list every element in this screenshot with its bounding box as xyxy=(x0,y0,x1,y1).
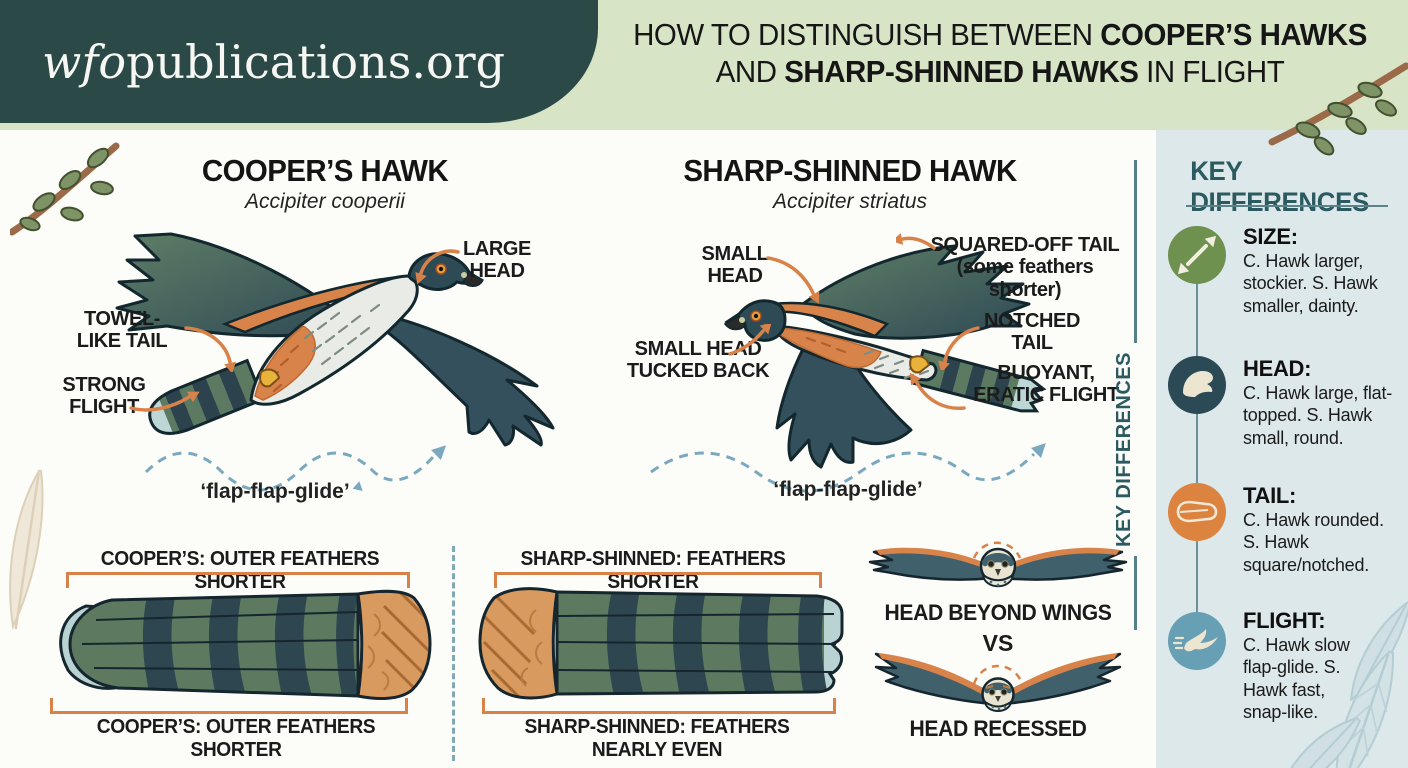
feather-decoration-sidebar-3 xyxy=(1277,717,1361,768)
cooper-large-head-label: LARGE HEAD xyxy=(462,238,531,283)
sidebar-item-size: SIZE: C. Hawk larger, stockier. S. Hawk … xyxy=(1243,224,1393,317)
divider-vertical-text: KEY DIFFERENCES xyxy=(1113,352,1135,548)
cooper-head-arrow xyxy=(415,249,460,285)
cooper-tail-bottom-label: COOPER’S: OUTER FEATHERS SHORTER xyxy=(96,716,376,761)
sharp-notched-tail-label: NOTCHED TAIL xyxy=(983,310,1081,355)
sharp-squared-tail-line1: SQUARED-OFF TAIL xyxy=(930,234,1120,256)
sharp-notched-tail-arrow xyxy=(938,326,980,370)
head-recessed-silhouette xyxy=(874,652,1122,712)
page-title: HOW TO DISTINGUISH BETWEEN COOPER’S HAWK… xyxy=(620,16,1380,116)
sharp-small-head-arrow xyxy=(766,256,820,304)
cooper-flight-arrow xyxy=(129,391,200,412)
tail-title: TAIL: xyxy=(1243,483,1297,508)
cooper-tail-label: TOWEL-LIKE TAIL xyxy=(76,308,168,353)
sharp-title: SHARP-SHINNED HAWK xyxy=(683,153,1017,188)
cooper-flight-caption: ‘flap-flap-glide’ xyxy=(200,480,350,503)
divider-line-top xyxy=(1134,160,1137,343)
size-desc: C. Hawk larger, stockier. S. Hawk smalle… xyxy=(1243,251,1378,316)
cooper-flight-label: STRONG FLIGHT xyxy=(62,374,146,419)
flight-title: FLIGHT: xyxy=(1243,608,1326,633)
sharp-flight-path-wave xyxy=(650,443,1046,493)
cooper-latin-name: Accipiter cooperii xyxy=(245,190,405,213)
sharp-buoyant-arrow xyxy=(909,372,966,411)
head-beyond-wings-silhouette xyxy=(868,541,1128,588)
sharp-buoyant-label: BUOYANT, ERATIC FLIGHT xyxy=(973,362,1119,407)
size-title: SIZE: xyxy=(1243,224,1298,249)
sharp-latin-name: Accipiter striatus xyxy=(772,190,928,213)
head-icon-circle xyxy=(1168,356,1226,414)
title-seg: IN FLIGHT xyxy=(1138,54,1285,89)
sharp-tail-top-label: SHARP-SHINNED: FEATHERS SHORTER xyxy=(520,548,786,593)
logo-suffix: publications.org xyxy=(126,35,506,89)
sidebar-title: KEY DIFFERENCES xyxy=(1190,156,1369,217)
size-icon-circle xyxy=(1168,226,1226,284)
logo-prefix: wfo xyxy=(42,35,127,89)
title-seg-bold: SHARP-SHINNED HAWKS xyxy=(784,54,1139,89)
cooper-tail-illustration xyxy=(59,589,432,700)
divider-line-bottom xyxy=(1134,556,1137,630)
head-beyond-wings-label: HEAD BEYOND WINGS xyxy=(884,600,1112,625)
sharp-squared-tail-arrow xyxy=(896,233,936,250)
head-recessed-label: HEAD RECESSED xyxy=(909,716,1087,741)
site-logo: wfopublications.org xyxy=(42,24,562,100)
tail-desc: C. Hawk rounded. S. Hawk square/notched. xyxy=(1243,510,1384,575)
flying-bird-icon xyxy=(1172,629,1218,652)
sharp-flight-caption: ‘flap-flap-glide’ xyxy=(773,478,923,501)
hawk-tail-icon xyxy=(1176,500,1218,523)
feather-decoration-sidebar-2 xyxy=(1335,650,1394,768)
vs-label: VS xyxy=(982,630,1014,656)
cooper-flight-path-wave xyxy=(144,445,447,492)
cooper-tail-top-label: COOPER’S: OUTER FEATHERS SHORTER xyxy=(100,548,380,593)
branch-decoration-right xyxy=(1268,62,1408,156)
tail-compare-divider xyxy=(452,546,455,761)
cooper-title: COOPER’S HAWK xyxy=(201,153,449,188)
title-seg-bold: COOPER’S HAWKS xyxy=(1100,17,1367,52)
branch-decoration-left xyxy=(10,142,120,236)
header-logo-panel xyxy=(0,0,598,123)
sharp-tail-top-bracket xyxy=(494,572,822,588)
head-desc: C. Hawk large, flat-topped. S. Hawk smal… xyxy=(1243,383,1393,448)
sharp-tail-bottom-label: SHARP-SHINNED: FEATHERS NEARLY EVEN xyxy=(524,716,790,761)
title-seg: HOW TO DISTINGUISH BETWEEN xyxy=(633,17,1101,52)
cooper-tail-top-bracket xyxy=(66,572,410,588)
sharp-small-head-label: SMALL HEAD xyxy=(701,243,769,288)
sharp-squared-tail-line2: (some feathers shorter) xyxy=(956,256,1094,301)
head-title: HEAD: xyxy=(1243,356,1312,381)
tail-icon-circle xyxy=(1168,483,1226,541)
cooper-hawk-illustration xyxy=(115,232,555,447)
flight-desc: C. Hawk slow flap-glide. S. Hawk fast, s… xyxy=(1243,635,1350,722)
sharp-tucked-head-arrow xyxy=(728,324,772,356)
cooper-tail-bottom-bracket xyxy=(50,698,408,714)
hawk-head-icon xyxy=(1183,371,1213,397)
sharp-tail-illustration xyxy=(478,587,844,700)
sharp-squared-tail-label: SQUARED-OFF TAIL (some feathers shorter) xyxy=(930,234,1120,301)
cooper-tail-arrow xyxy=(184,326,236,372)
sidebar-rule xyxy=(1186,205,1388,207)
sidebar-connector-line xyxy=(1196,258,1198,650)
sidebar-item-tail: TAIL: C. Hawk rounded. S. Hawk square/no… xyxy=(1243,483,1393,576)
sharp-tail-bottom-bracket xyxy=(482,698,836,714)
sidebar-item-flight: FLIGHT: C. Hawk slow flap-glide. S. Hawk… xyxy=(1243,608,1379,723)
sidebar-item-head: HEAD: C. Hawk large, flat-topped. S. Haw… xyxy=(1243,356,1399,449)
feather-decoration-left xyxy=(9,469,44,631)
title-seg: AND xyxy=(715,54,785,89)
flight-icon-circle xyxy=(1168,612,1226,670)
size-arrows-icon xyxy=(1177,235,1217,275)
